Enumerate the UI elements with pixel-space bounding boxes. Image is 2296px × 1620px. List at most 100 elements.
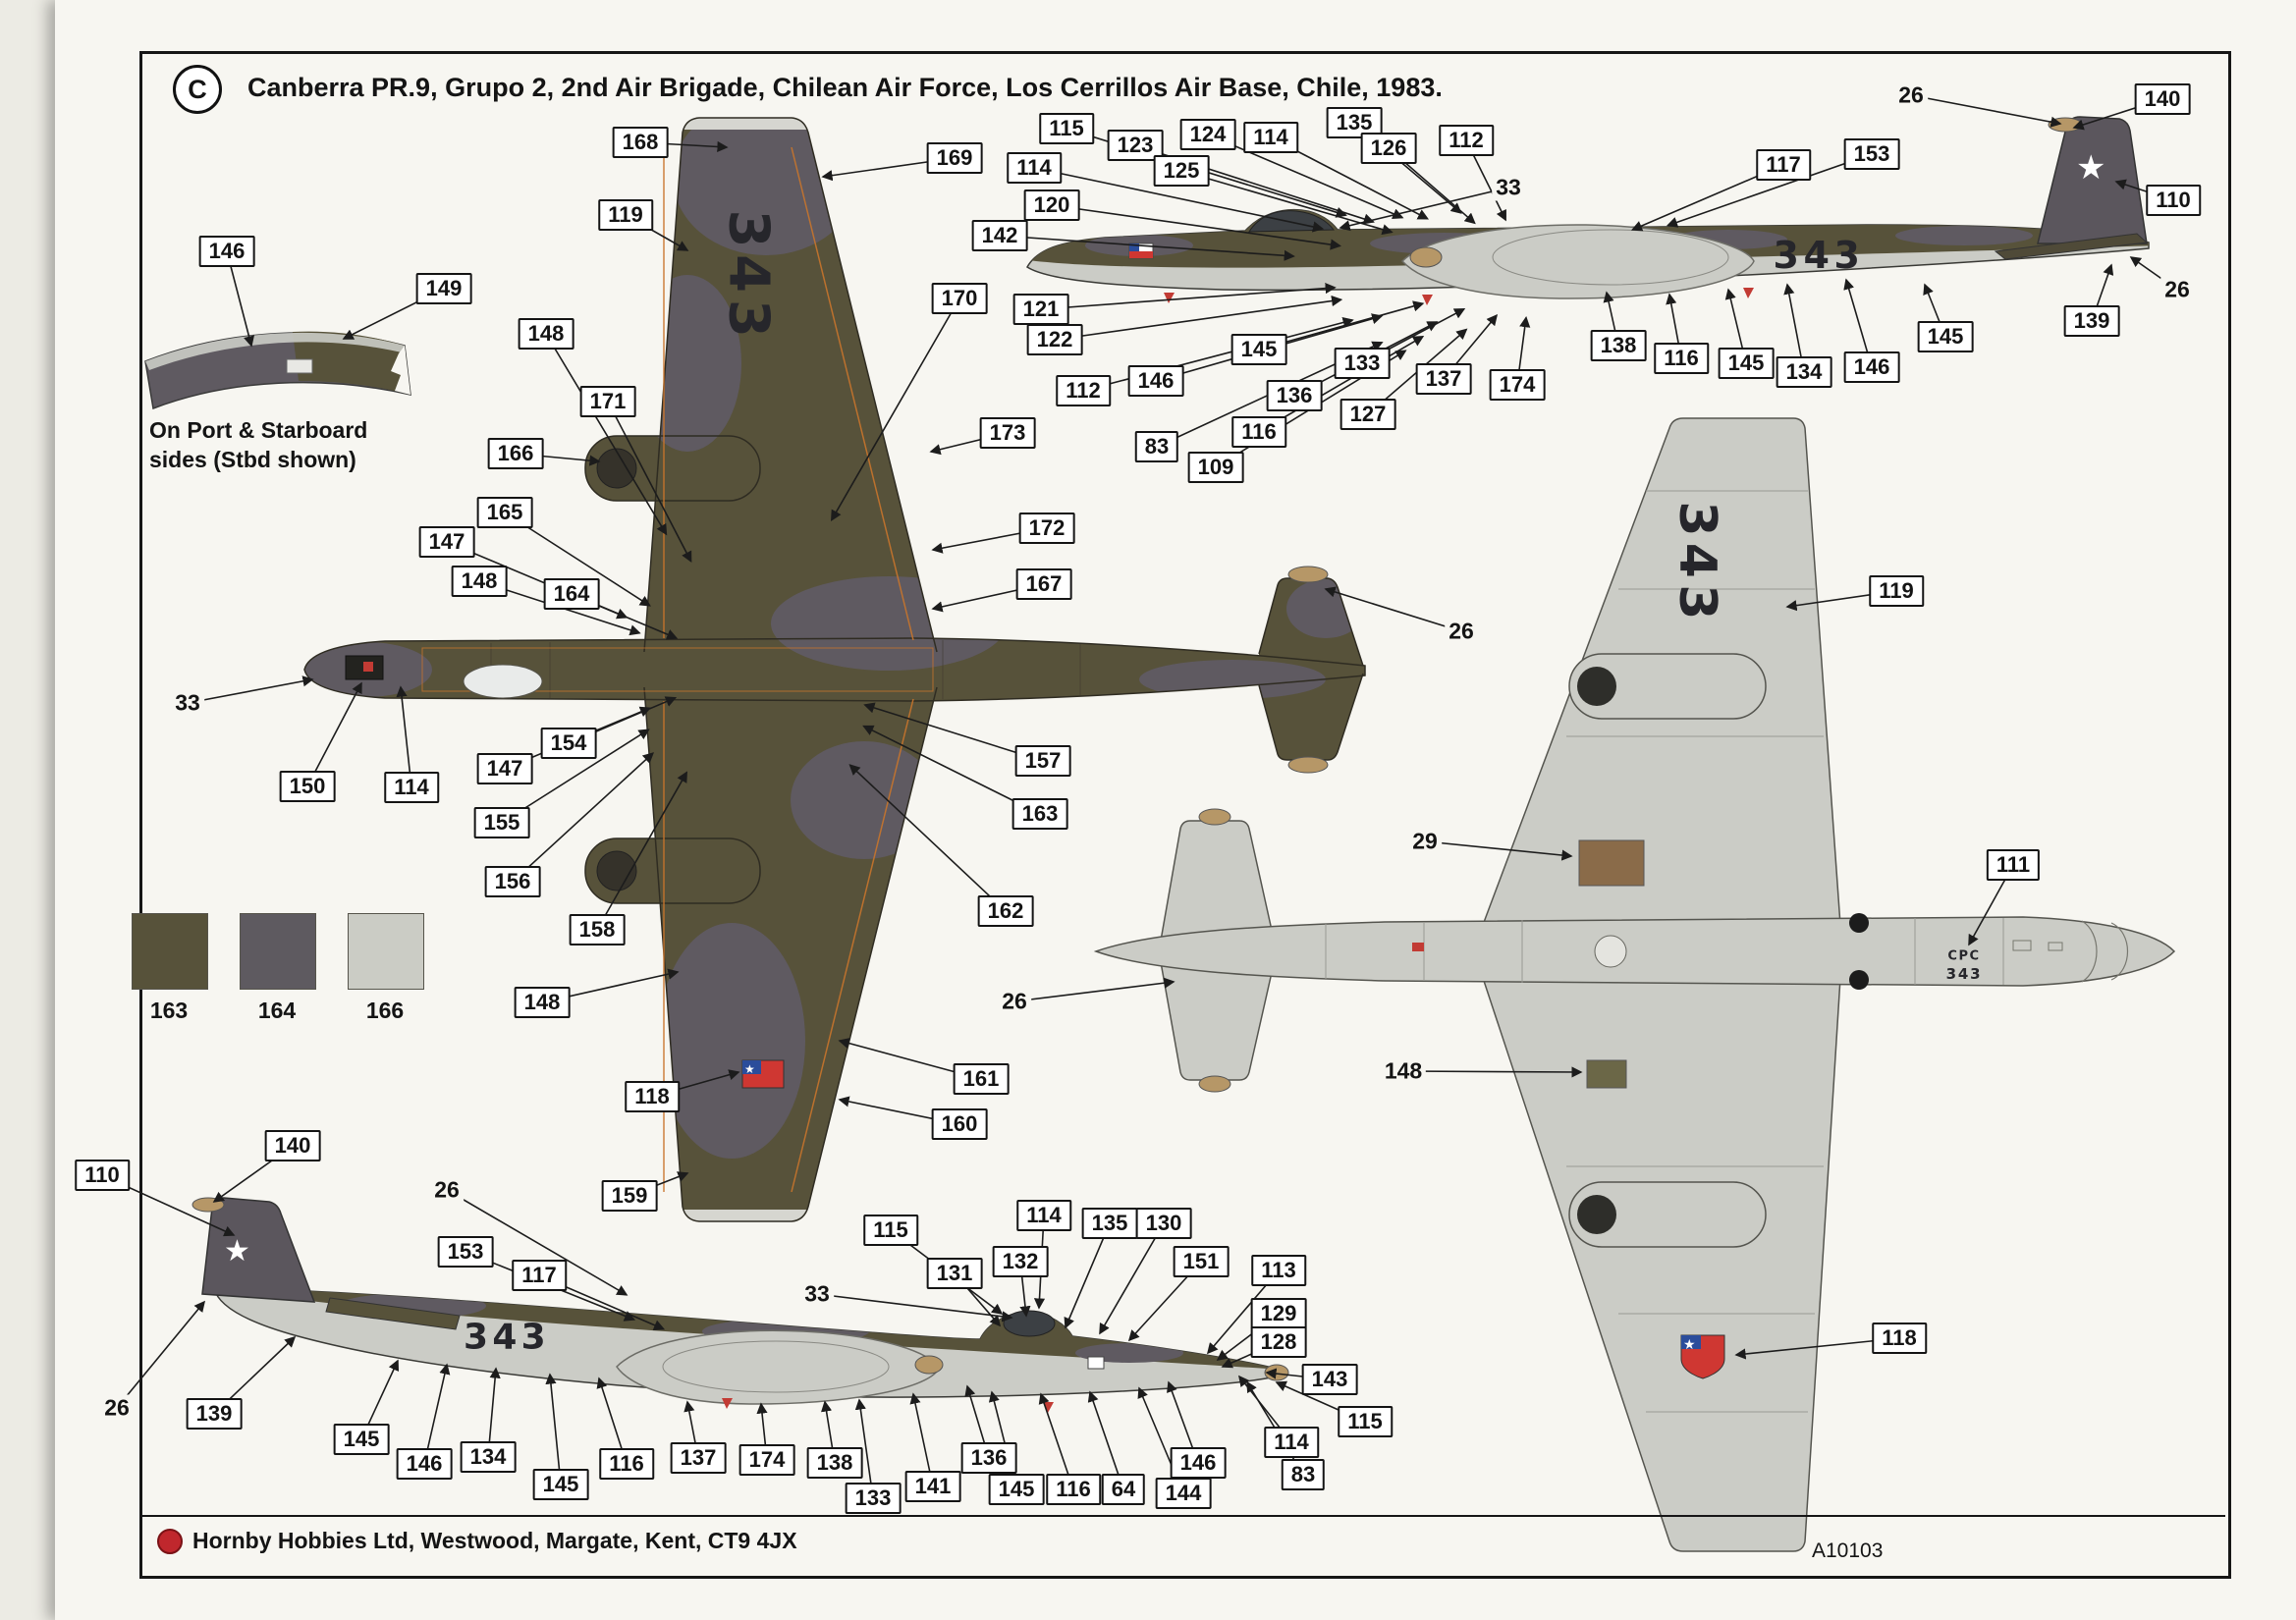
leader-line-153 <box>1666 153 1873 228</box>
callout-171: 171 <box>579 386 636 417</box>
canopy-topview <box>463 664 543 699</box>
callout-114: 114 <box>1016 1200 1071 1231</box>
leader-line-33 <box>816 1293 1013 1323</box>
callout-115: 115 <box>1039 113 1094 144</box>
aircraft-bottom-view: ★ <box>1093 417 2176 1552</box>
callout-162: 162 <box>977 895 1034 927</box>
callout-115: 115 <box>1338 1406 1393 1437</box>
aircraft-marking-343: 343 <box>1945 965 1983 983</box>
leader-line-121 <box>1040 282 1337 310</box>
callout-138: 138 <box>1590 330 1647 361</box>
callout-148: 148 <box>451 566 508 597</box>
callout-168: 168 <box>612 127 669 158</box>
aircraft-marking-343: 343 <box>716 209 781 345</box>
callout-110: 110 <box>75 1160 130 1191</box>
callout-114: 114 <box>1243 122 1298 153</box>
leader-line-26 <box>446 1189 629 1296</box>
leader-line-146 <box>423 1363 451 1465</box>
callout-120: 120 <box>1023 189 1080 221</box>
leader-line-26 <box>1013 977 1175 1002</box>
leader-line-114 <box>1033 167 1325 233</box>
callout-153: 153 <box>437 1236 494 1268</box>
callout-117: 117 <box>1756 149 1811 181</box>
callout-145: 145 <box>988 1474 1045 1505</box>
leader-line-33 <box>187 675 314 704</box>
callout-164: 164 <box>543 578 600 610</box>
callout-142: 142 <box>971 220 1028 251</box>
inset-wing-piece <box>144 331 411 410</box>
leader-line-124 <box>1207 134 1404 219</box>
callout-146: 146 <box>1170 1447 1227 1479</box>
leader-line-157 <box>863 702 1044 762</box>
callout-157: 157 <box>1014 745 1071 777</box>
callout-144: 144 <box>1155 1478 1212 1509</box>
callout-148: 148 <box>514 987 571 1018</box>
callout-116: 116 <box>1046 1474 1101 1505</box>
callout-125: 125 <box>1153 155 1210 187</box>
callout-26: 26 <box>430 1176 464 1204</box>
callout-148: 148 <box>1380 1057 1427 1085</box>
callout-134: 134 <box>1776 356 1832 388</box>
callout-113: 113 <box>1251 1255 1306 1286</box>
inset-caption: On Port & Starboard sides (Stbd shown) <box>149 416 367 475</box>
paint-swatch-166 <box>348 913 424 990</box>
leader-line-171 <box>607 401 692 564</box>
callout-146: 146 <box>396 1448 453 1480</box>
callout-26: 26 <box>1445 618 1478 645</box>
leader-line-162 <box>848 764 1007 912</box>
callout-138: 138 <box>806 1447 863 1479</box>
paint-swatch-label-163: 163 <box>149 998 189 1023</box>
star-icon: ★ <box>224 1235 250 1268</box>
leader-line-146 <box>226 250 254 348</box>
flag-decal-topview: ★ <box>741 1059 785 1089</box>
tailplane <box>325 1297 461 1330</box>
paint-swatch-163 <box>132 913 208 990</box>
callout-29: 29 <box>1408 828 1442 855</box>
callout-161: 161 <box>953 1063 1010 1095</box>
callout-119: 119 <box>598 199 653 231</box>
callout-114: 114 <box>1007 152 1062 184</box>
footer-divider <box>139 1515 2225 1517</box>
callout-33: 33 <box>1492 174 1525 201</box>
callout-26: 26 <box>100 1394 134 1422</box>
leader-line-158 <box>596 771 687 931</box>
callout-112: 112 <box>1056 375 1111 406</box>
callout-83: 83 <box>1281 1459 1326 1490</box>
callout-158: 158 <box>569 914 626 945</box>
callout-129: 129 <box>1250 1298 1307 1329</box>
star-icon: ★ <box>2076 149 2105 187</box>
paint-swatch-164 <box>240 913 316 990</box>
callout-140: 140 <box>264 1130 321 1161</box>
callout-150: 150 <box>279 771 336 802</box>
callout-146: 146 <box>1127 365 1184 397</box>
callout-141: 141 <box>904 1471 961 1502</box>
callout-139: 139 <box>186 1398 243 1430</box>
callout-165: 165 <box>476 497 533 528</box>
callout-64: 64 <box>1101 1474 1146 1505</box>
callout-136: 136 <box>1266 380 1323 411</box>
paint-swatch-label-164: 164 <box>257 998 297 1023</box>
callout-145: 145 <box>532 1469 589 1500</box>
callout-111: 111 <box>1986 849 2041 881</box>
inset-caption-line2: sides (Stbd shown) <box>149 446 356 472</box>
callout-128: 128 <box>1250 1326 1307 1358</box>
flag-decal-side-right <box>1128 243 1154 259</box>
star-icon: ★ <box>1683 1336 1696 1352</box>
callout-173: 173 <box>979 417 1036 449</box>
leader-line-26 <box>1324 586 1462 632</box>
callout-119: 119 <box>1869 575 1924 607</box>
callout-132: 132 <box>992 1246 1049 1277</box>
callout-156: 156 <box>484 866 541 897</box>
callout-116: 116 <box>1654 343 1709 374</box>
callout-83: 83 <box>1134 431 1179 462</box>
callout-145: 145 <box>333 1424 390 1455</box>
publisher-text: Hornby Hobbies Ltd, Westwood, Margate, K… <box>192 1528 797 1553</box>
callout-135: 135 <box>1081 1208 1138 1239</box>
tailplane-tip-fairing <box>1287 756 1329 774</box>
page-title: Canberra PR.9, Grupo 2, 2nd Air Brigade,… <box>247 73 1443 102</box>
callout-110: 110 <box>2146 185 2201 216</box>
callout-145: 145 <box>1230 334 1287 365</box>
leader-line-150 <box>306 681 362 787</box>
callout-118: 118 <box>625 1081 680 1112</box>
